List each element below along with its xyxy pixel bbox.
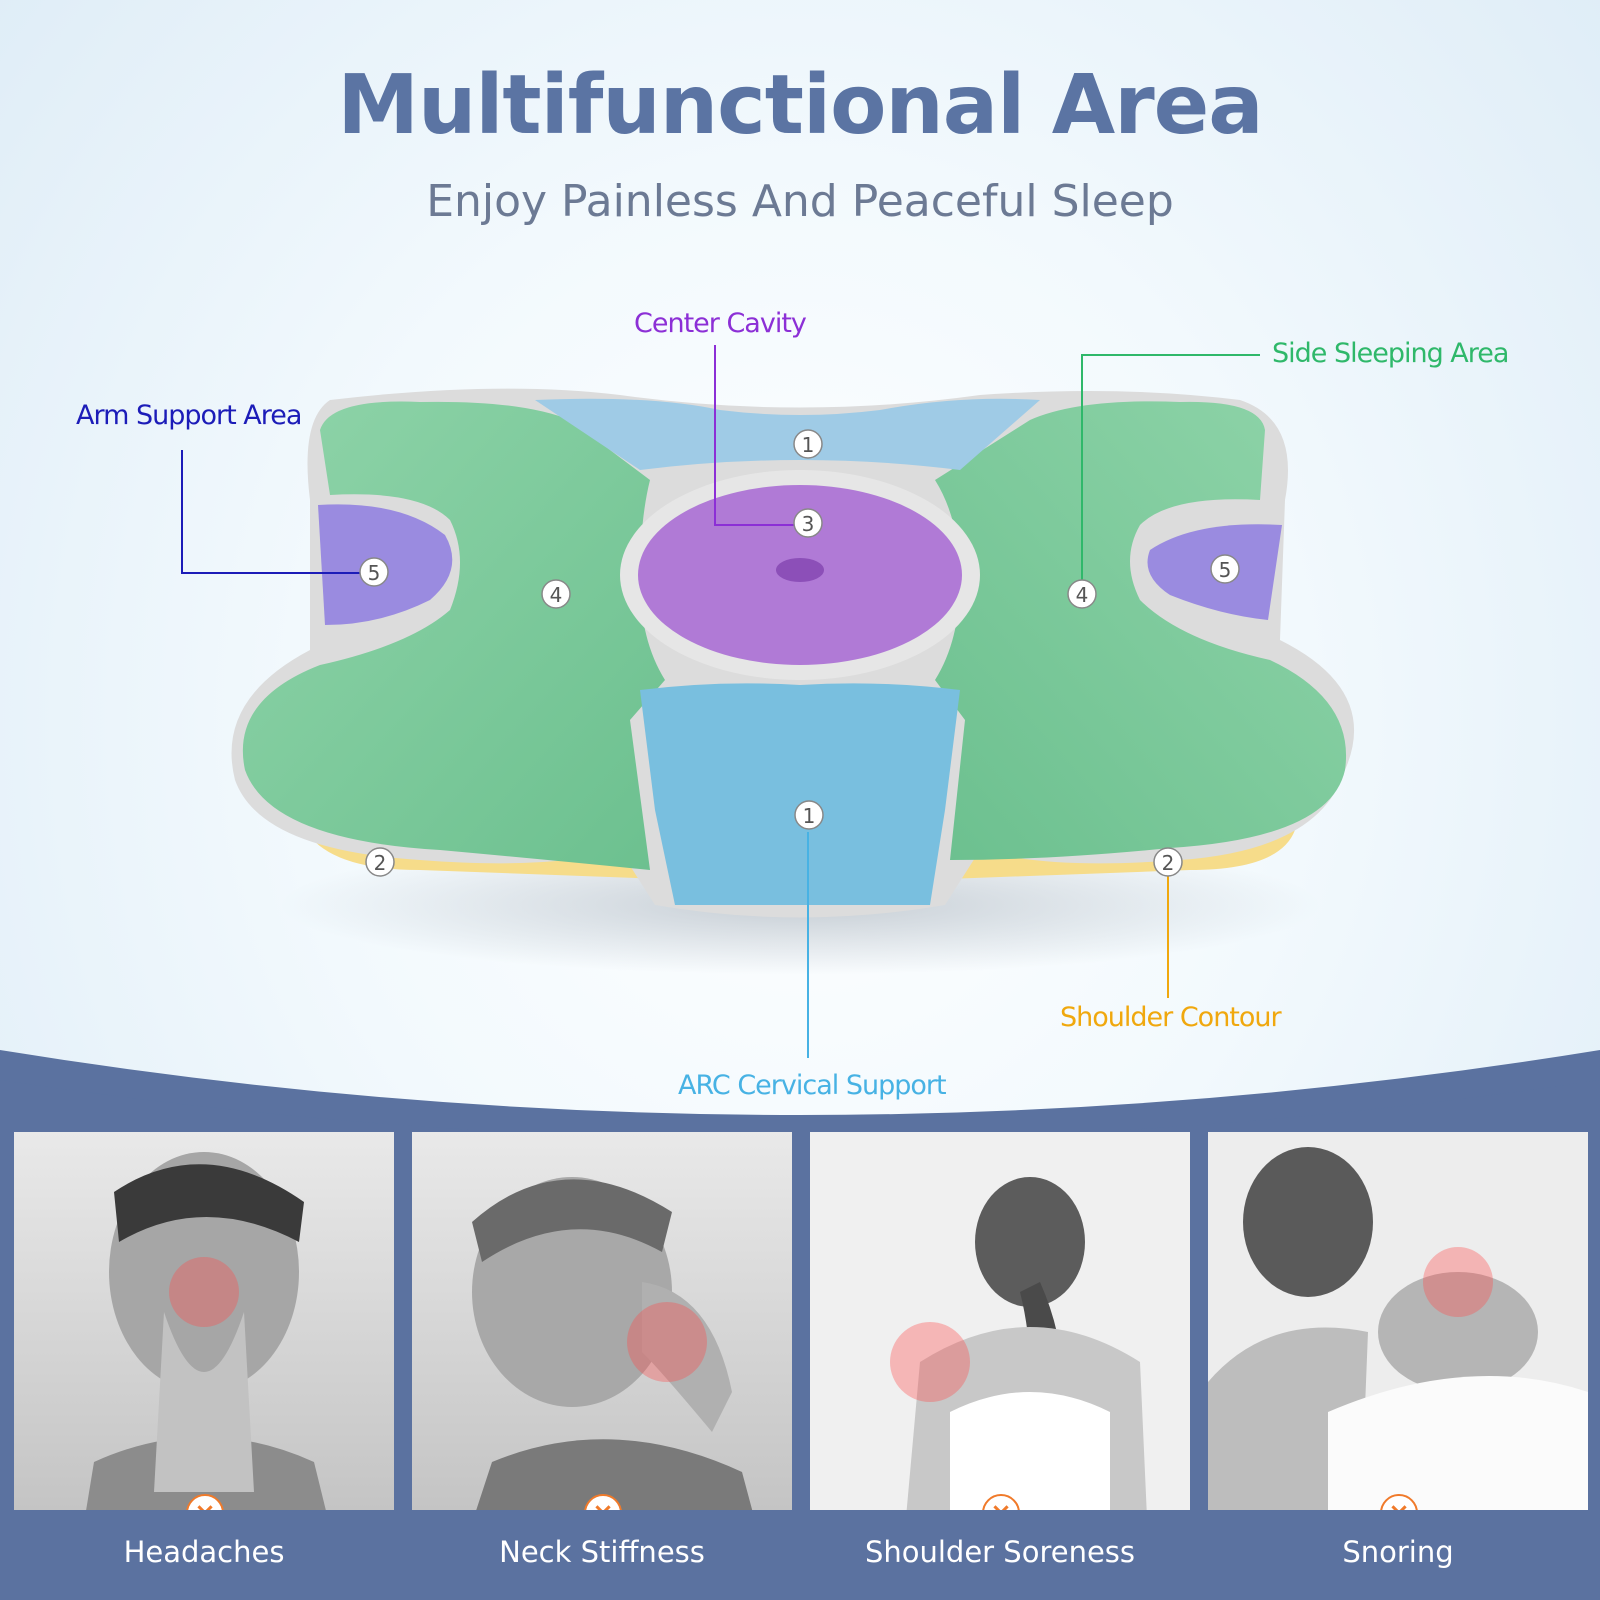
center-cavity-hole (776, 558, 824, 582)
svg-text:2: 2 (1162, 851, 1175, 875)
zone-marker-center: 3 (793, 508, 823, 538)
shoulder-contour-label: Shoulder Contour (1060, 1002, 1282, 1033)
zone-marker-right-side: 4 (1067, 579, 1097, 609)
arm-support-label: Arm Support Area (76, 400, 302, 431)
zone-marker-left-side: 4 (541, 579, 571, 609)
page-subtitle: Enjoy Painless And Peaceful Sleep (426, 176, 1174, 227)
zone-marker-left-shoulder: 2 (365, 847, 395, 877)
arc-cervical-label: ARC Cervical Support (678, 1070, 947, 1101)
zone-marker-left-arm: 5 (359, 557, 389, 587)
svg-text:4: 4 (550, 583, 563, 607)
zone-marker-bottom-neck: 1 (794, 800, 824, 830)
zone-marker-right-shoulder: 2 (1153, 847, 1183, 877)
zone-marker-top-neck: 1 (793, 429, 823, 459)
svg-text:1: 1 (803, 804, 816, 828)
svg-text:2: 2 (374, 851, 387, 875)
cervical-zone-top (535, 398, 1040, 470)
svg-text:5: 5 (368, 561, 381, 585)
symptom-label: Snoring (1208, 1510, 1588, 1584)
side-sleeping-label: Side Sleeping Area (1272, 338, 1509, 369)
pillow-diagram: 1 3 5 5 4 4 1 2 2 (181, 345, 1355, 1058)
symptom-label: Shoulder Soreness (810, 1510, 1190, 1584)
arm-support-leader (181, 450, 370, 574)
center-cavity-label: Center Cavity (634, 308, 807, 339)
symptom-label: Neck Stiffness (412, 1510, 792, 1584)
symptom-label: Headaches (14, 1510, 394, 1584)
center-cavity-leader (714, 345, 795, 526)
symptom-panel-snoring: × Snoring (1208, 1132, 1588, 1584)
svg-text:3: 3 (802, 512, 815, 536)
symptom-panel-headaches: × Headaches (14, 1132, 394, 1584)
symptom-panel-neck-stiffness: × Neck Stiffness (412, 1132, 792, 1584)
side-sleeping-leader (1081, 354, 1260, 595)
side-sleeping-zone-left (242, 401, 665, 870)
side-sleeping-zone-right (935, 401, 1347, 860)
svg-text:5: 5 (1219, 558, 1232, 582)
page-title: Multifunctional Area (337, 58, 1263, 153)
cervical-zone-bottom (640, 683, 960, 905)
svg-text:1: 1 (802, 433, 815, 457)
svg-text:4: 4 (1076, 583, 1089, 607)
symptom-panel-shoulder-soreness: × Shoulder Soreness (810, 1132, 1190, 1584)
zone-marker-right-arm: 5 (1210, 554, 1240, 584)
